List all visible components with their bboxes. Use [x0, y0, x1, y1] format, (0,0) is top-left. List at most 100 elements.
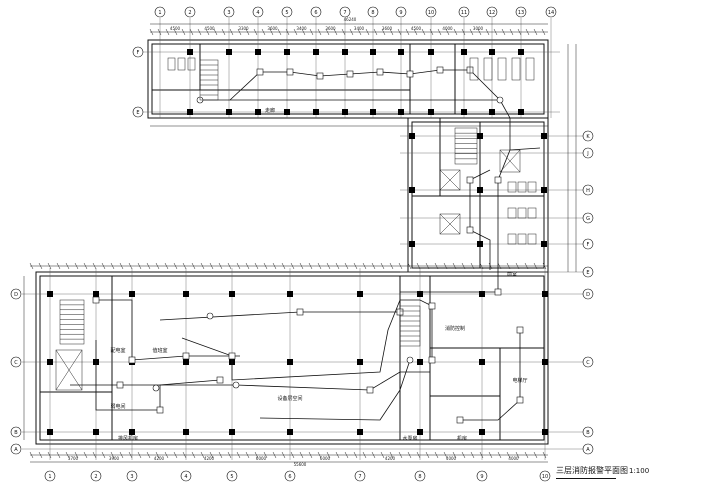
dimension-tick — [173, 262, 178, 270]
dimension-tick — [236, 451, 241, 459]
structural-column — [461, 49, 467, 55]
dimension-tick — [479, 262, 484, 270]
axis-bubble-label: G — [586, 216, 590, 222]
drawing-title-text: 三层消防报警平面图 — [556, 466, 628, 475]
alarm-wire — [460, 330, 521, 421]
stairs-and-fixtures — [55, 57, 537, 391]
dimension-tick — [326, 451, 331, 459]
dimension-tick — [335, 451, 340, 459]
dimension-tick — [209, 451, 214, 459]
dimension-value: 3600 — [382, 26, 393, 31]
elevator-shaft — [439, 213, 461, 235]
dimension-value: 4200 — [204, 456, 215, 461]
axis-bubble-circle — [310, 6, 322, 18]
dimension-tick — [74, 262, 79, 270]
axis-bubble-label: H — [586, 188, 590, 194]
axis-bubble-circle — [582, 356, 594, 368]
dimension-tick — [461, 451, 466, 459]
dimension-tick — [437, 28, 442, 36]
dimension-tick — [533, 451, 538, 459]
sanitary-fixture — [507, 207, 517, 219]
structural-column — [409, 187, 415, 193]
dimension-tick — [146, 262, 151, 270]
structural-column — [541, 187, 547, 193]
dimension-tick — [398, 451, 403, 459]
dimension-tick — [254, 262, 259, 270]
smoke-detector — [286, 68, 294, 76]
sanitary-fixture — [517, 233, 527, 245]
dimension-tick — [429, 28, 434, 36]
dimension-tick — [434, 262, 439, 270]
axis-bubble-right: J — [582, 147, 594, 159]
smoke-detector — [494, 288, 502, 296]
structural-column — [518, 109, 524, 115]
dimension-tick — [29, 262, 34, 270]
elevator-shaft — [55, 349, 83, 391]
axis-bubble-top: 7 — [339, 6, 351, 18]
axis-bubble-circle — [184, 6, 196, 18]
axis-bubble-circle — [515, 6, 527, 18]
dimension-tick — [470, 451, 475, 459]
dimension-tick — [405, 28, 410, 36]
dimension-tick — [269, 28, 274, 36]
dimension-tick — [92, 262, 97, 270]
drawing-title: 三层消防报警平面图1:100 — [556, 465, 649, 476]
equipment-cabinet — [525, 57, 535, 81]
dimension-tick — [173, 28, 178, 36]
structural-column — [370, 109, 376, 115]
room-label: 消防控制 — [445, 325, 465, 332]
structural-column — [342, 109, 348, 115]
wall-outline — [39, 275, 545, 441]
equipment-cabinet — [511, 57, 521, 81]
dimension-tick — [407, 451, 412, 459]
structural-column — [477, 241, 483, 247]
structural-column — [398, 49, 404, 55]
axis-bubble-label: 12 — [489, 10, 495, 16]
axis-bubble-label: B — [14, 430, 18, 436]
structural-column — [226, 109, 232, 115]
structural-column — [479, 291, 485, 297]
axis-bubble-label: E — [586, 270, 589, 276]
dimension-lines — [23, 23, 577, 463]
axis-bubble-label: 4 — [256, 10, 259, 16]
dimension-value: 4500 — [411, 26, 422, 31]
dimension-tick — [29, 451, 34, 459]
alarm-wire — [259, 359, 411, 421]
axis-bubble-label: 9 — [399, 10, 402, 16]
dimension-tick — [380, 262, 385, 270]
axis-bubble-label: F — [137, 50, 140, 56]
dimension-value: 4000 — [446, 456, 457, 461]
dimension-tick — [128, 451, 133, 459]
dimension-tick — [397, 28, 402, 36]
axis-bubble-circle — [539, 470, 551, 482]
equipment-cabinet — [497, 57, 507, 81]
structural-column — [541, 241, 547, 247]
dimension-tick — [213, 28, 218, 36]
axis-bubble-bottom: 4 — [180, 470, 192, 482]
sanitary-fixture — [177, 57, 186, 71]
axis-bubble-label: K — [586, 134, 590, 140]
dimension-tick — [272, 451, 277, 459]
axis-bubble-label: 7 — [358, 474, 361, 480]
room-label: 走廊 — [265, 107, 275, 114]
room-label: 设备层空间 — [277, 395, 302, 402]
structural-column — [187, 49, 193, 55]
sanitary-fixture — [507, 181, 517, 193]
dimension-tick — [101, 262, 106, 270]
dimension-tick — [218, 451, 223, 459]
smoke-detector — [116, 381, 124, 389]
structural-column — [489, 49, 495, 55]
axis-bubble-label: E — [136, 110, 139, 116]
dimension-value: 4500 — [204, 26, 215, 31]
stair-tower — [454, 127, 478, 165]
dimension-tick — [461, 262, 466, 270]
axis-bubble-label: 10 — [542, 474, 548, 480]
axis-bubble-circle — [10, 443, 22, 455]
dimension-value: 3400 — [296, 26, 307, 31]
structural-column — [477, 187, 483, 193]
dimension-tick — [245, 262, 250, 270]
dimension-tick — [182, 451, 187, 459]
structural-column — [47, 291, 53, 297]
dimension-tick — [83, 451, 88, 459]
dimension-tick — [110, 262, 115, 270]
